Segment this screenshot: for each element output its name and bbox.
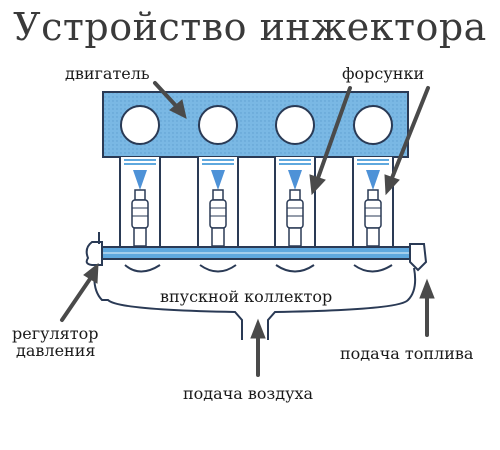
arrow-icon bbox=[419, 278, 435, 337]
arrow-icon bbox=[153, 81, 187, 119]
label-air-supply: подача воздуха bbox=[183, 384, 314, 403]
intake-manifold bbox=[93, 264, 417, 340]
label-intake-manifold: впускной коллектор bbox=[160, 287, 333, 306]
arrow-icon bbox=[250, 318, 266, 377]
label-pressure-regulator-1: регулятор bbox=[12, 324, 99, 343]
diagram-title: Устройство инжектора bbox=[13, 5, 487, 49]
injector bbox=[131, 170, 149, 247]
arrow-icon bbox=[384, 86, 430, 196]
injector bbox=[286, 170, 304, 247]
injector bbox=[209, 170, 227, 247]
label-injectors: форсунки bbox=[342, 64, 425, 83]
label-pressure-regulator-2: давления bbox=[16, 341, 96, 360]
engine-block bbox=[102, 91, 409, 256]
label-engine: двигатель bbox=[65, 64, 150, 83]
arrow-icon bbox=[309, 86, 352, 196]
fuel-rail bbox=[85, 232, 428, 272]
arrow-icon bbox=[60, 262, 99, 322]
label-fuel-supply: подача топлива bbox=[340, 344, 474, 363]
